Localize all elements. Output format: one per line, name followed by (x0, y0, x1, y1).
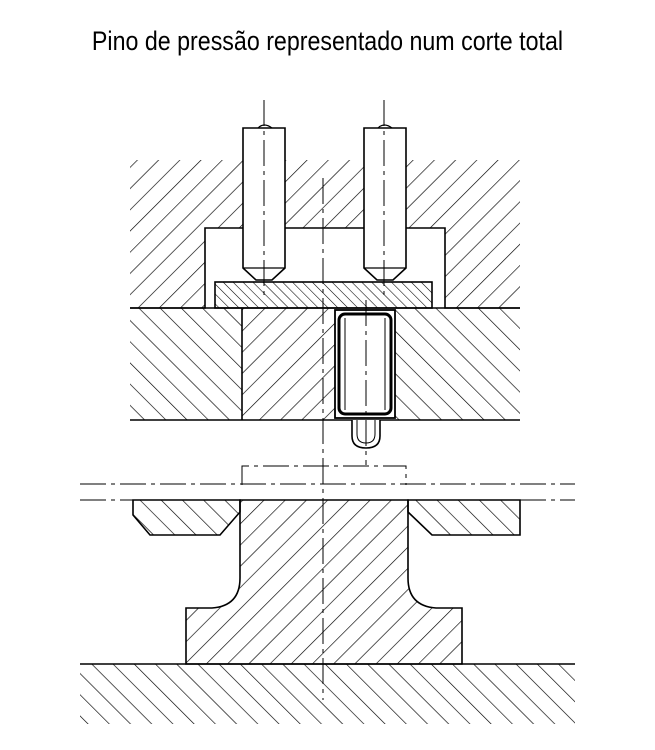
lower-strip-left (132, 499, 241, 536)
base-plate (80, 664, 575, 724)
drawing-title: Pino de pressão representado num corte t… (91, 26, 564, 56)
pressure-pin (334, 309, 396, 449)
guide-pin-right (363, 124, 407, 281)
lower-strip-right (407, 499, 521, 536)
stripper-plate-left (130, 308, 242, 420)
upper-die-block (130, 160, 520, 308)
stripper-plate-right (395, 308, 520, 420)
stripper-plate-center (242, 308, 335, 420)
